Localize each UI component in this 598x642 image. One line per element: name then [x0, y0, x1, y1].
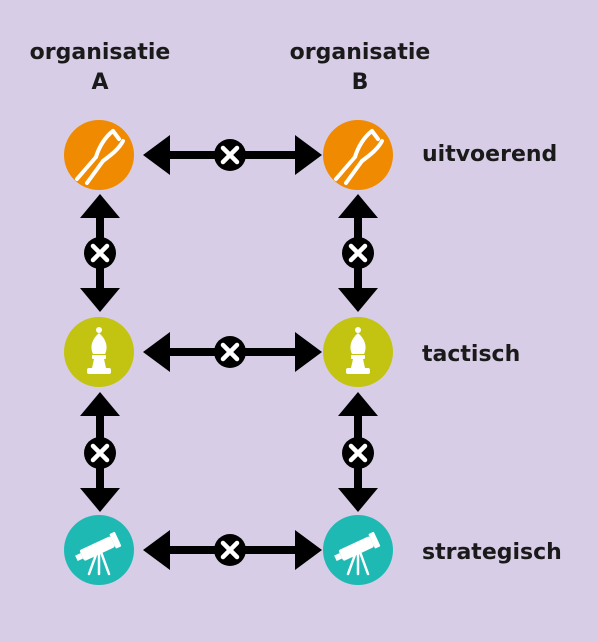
org-b-title: organisatie B [270, 38, 450, 98]
level-label-tactisch: tactisch [422, 342, 521, 367]
telescope-icon [334, 531, 381, 576]
x-badge-icon [342, 437, 374, 469]
org-b-title-line2: B [351, 70, 369, 95]
node-a-uitvoerend [64, 120, 134, 190]
vertical-arrow-a-bottom [80, 392, 120, 512]
x-badge-icon [214, 534, 246, 566]
level-label-uitvoerend: uitvoerend [422, 142, 558, 167]
vertical-arrow-b-top [338, 194, 378, 312]
x-badge-icon [84, 237, 116, 269]
horizontal-arrow-tactisch [143, 332, 322, 372]
x-badge-icon [342, 237, 374, 269]
horizontal-arrow-uitvoerend [143, 135, 322, 175]
pliers-icon [75, 129, 125, 185]
node-b-tactisch [323, 317, 393, 387]
org-b-title-line1: organisatie [289, 40, 431, 65]
org-a-title: organisatie A [10, 38, 190, 98]
telescope-icon [75, 531, 122, 576]
node-a-tactisch [64, 317, 134, 387]
level-label-strategisch: strategisch [422, 540, 562, 565]
vertical-arrow-b-bottom [338, 392, 378, 512]
org-a-title-line2: A [91, 70, 109, 95]
horizontal-arrow-strategisch [143, 530, 322, 570]
chess-bishop-icon [87, 327, 111, 374]
node-b-uitvoerend [323, 120, 393, 190]
node-a-strategisch [64, 515, 134, 585]
vertical-arrow-a-top [80, 194, 120, 312]
node-b-strategisch [323, 515, 393, 585]
x-badge-icon [214, 336, 246, 368]
x-badge-icon [84, 437, 116, 469]
org-a-title-line1: organisatie [29, 40, 171, 65]
chess-bishop-icon [346, 327, 370, 374]
x-badge-icon [214, 139, 246, 171]
pliers-icon [334, 129, 384, 185]
